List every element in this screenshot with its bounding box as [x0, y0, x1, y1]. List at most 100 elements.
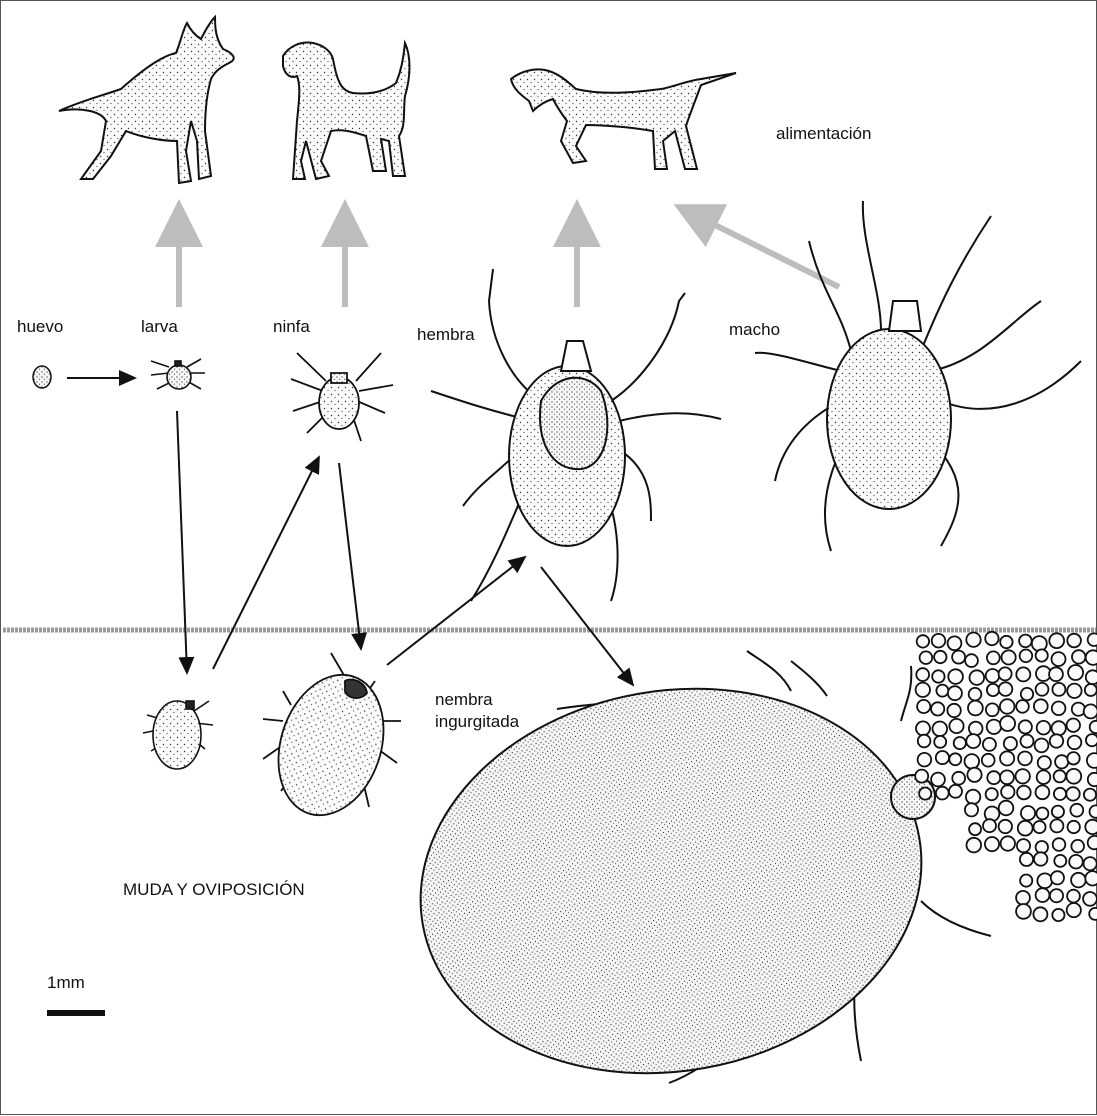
egg-cluster-egg: [1036, 888, 1050, 902]
egg-cluster-egg: [967, 768, 981, 782]
egg-cluster-egg: [1021, 735, 1034, 748]
larva-tick: [151, 359, 205, 389]
egg-cluster-egg: [1088, 773, 1097, 786]
egg-cluster-egg: [986, 669, 1000, 683]
egg-cluster-egg: [1050, 819, 1063, 832]
egg-cluster-egg: [1034, 699, 1048, 713]
egg-cluster-egg: [1050, 734, 1063, 747]
egg-cluster-egg: [1000, 770, 1014, 784]
egg-cluster-egg: [916, 668, 929, 681]
egg-cluster-egg: [968, 701, 983, 716]
egg-cluster-egg: [936, 787, 949, 800]
egg-cluster-egg: [1037, 873, 1052, 888]
egg-cluster-egg: [1016, 700, 1029, 713]
egg-cluster-egg: [969, 688, 982, 701]
egg-cluster-egg: [1036, 649, 1048, 661]
egg-cluster-egg: [965, 754, 980, 769]
label-hembra: hembra: [417, 326, 475, 345]
egg-mass: [915, 632, 1097, 922]
egg-cluster-egg: [1002, 650, 1016, 664]
egg-cluster-egg: [1072, 650, 1085, 663]
egg-cluster-egg: [965, 654, 978, 667]
dog-host-1: [59, 17, 234, 183]
egg-cluster-egg: [919, 788, 931, 800]
dog-host-2: [283, 43, 410, 179]
molting-larva: [143, 701, 213, 769]
egg-cluster-egg: [1055, 755, 1068, 768]
egg-cluster-egg: [965, 803, 978, 816]
egg-cluster-egg: [1052, 721, 1066, 735]
egg-cluster-egg: [1068, 821, 1080, 833]
egg-cluster-egg: [1054, 788, 1066, 800]
egg-cluster-egg: [985, 837, 999, 851]
egg-cluster-egg: [1066, 769, 1081, 784]
egg-cluster-egg: [1033, 907, 1047, 921]
egg-cluster-egg: [1071, 873, 1086, 888]
egg-cluster-egg: [931, 773, 945, 787]
nymph-tick: [291, 353, 393, 441]
egg-cluster-egg: [1016, 891, 1030, 905]
egg-cluster-egg: [1050, 889, 1063, 902]
scale-bar: [47, 1010, 105, 1016]
egg-cluster-egg: [948, 669, 963, 684]
egg-cluster-egg: [952, 651, 965, 664]
label-engorged-line2: ingurgitada: [435, 713, 519, 732]
egg-cluster-egg: [1049, 667, 1063, 681]
female-tick: [431, 269, 721, 601]
egg-cluster-egg: [1017, 839, 1030, 852]
egg-cluster-egg: [969, 823, 981, 835]
egg-cluster-egg: [966, 633, 980, 647]
egg-cluster-egg: [1018, 821, 1033, 836]
male-tick: [755, 201, 1081, 551]
egg-cluster-egg: [1087, 753, 1097, 768]
egg-cluster-egg: [1038, 756, 1051, 769]
egg-cluster-egg: [1084, 704, 1097, 718]
egg-cluster-egg: [1016, 904, 1031, 919]
egg-cluster-egg: [947, 704, 960, 717]
egg-cluster-egg: [932, 634, 946, 648]
egg-cluster-egg: [1017, 786, 1031, 800]
egg-cluster-egg: [1000, 699, 1015, 714]
feeding-arrows: [179, 215, 839, 307]
label-scale: 1mm: [47, 974, 85, 993]
egg-cluster-egg: [1067, 752, 1079, 764]
egg-cluster-egg: [1019, 635, 1032, 648]
egg-cluster-egg: [932, 670, 944, 682]
label-engorged-line1: nembra: [435, 691, 493, 710]
egg-cluster-egg: [983, 738, 996, 751]
dog-host-3: [511, 69, 736, 169]
egg-cluster-egg: [1000, 751, 1014, 765]
egg-cluster-egg: [936, 685, 948, 697]
egg-cluster-egg: [948, 686, 962, 700]
label-alimentacion: alimentación: [776, 125, 871, 144]
egg-cluster-egg: [1016, 769, 1030, 783]
egg-cluster-egg: [949, 785, 962, 798]
egg-cluster-egg: [931, 702, 944, 715]
label-larva: larva: [141, 318, 178, 337]
egg-cluster-egg: [1067, 634, 1081, 648]
egg-cluster-egg: [916, 721, 930, 735]
egg-cluster-egg: [970, 670, 985, 685]
molting-nymph: [261, 653, 401, 829]
egg-cluster-egg: [1049, 633, 1064, 648]
egg-cluster-egg: [952, 772, 965, 785]
egg-cluster-egg: [1090, 721, 1097, 733]
egg-cluster-egg: [1021, 806, 1035, 820]
egg-cluster-egg: [1071, 840, 1084, 853]
egg-cluster-egg: [933, 722, 948, 737]
egg-cluster-egg: [934, 736, 946, 748]
egg-cluster-egg: [982, 754, 995, 767]
egg-cluster-egg: [966, 790, 980, 804]
egg-cluster-egg: [1067, 890, 1080, 903]
egg-cluster-egg: [1069, 855, 1083, 869]
egg-cluster-egg: [1020, 875, 1032, 887]
egg-cluster-egg: [969, 722, 983, 736]
egg-cluster-egg: [986, 703, 999, 716]
egg-cluster-egg: [1088, 836, 1097, 849]
egg-cluster-egg: [986, 788, 998, 800]
egg-cluster-egg: [1066, 787, 1079, 800]
label-huevo: huevo: [17, 318, 63, 337]
egg-cluster-egg: [918, 735, 931, 748]
egg-cluster-egg: [1084, 857, 1097, 870]
egg-cluster-egg: [1052, 702, 1066, 716]
